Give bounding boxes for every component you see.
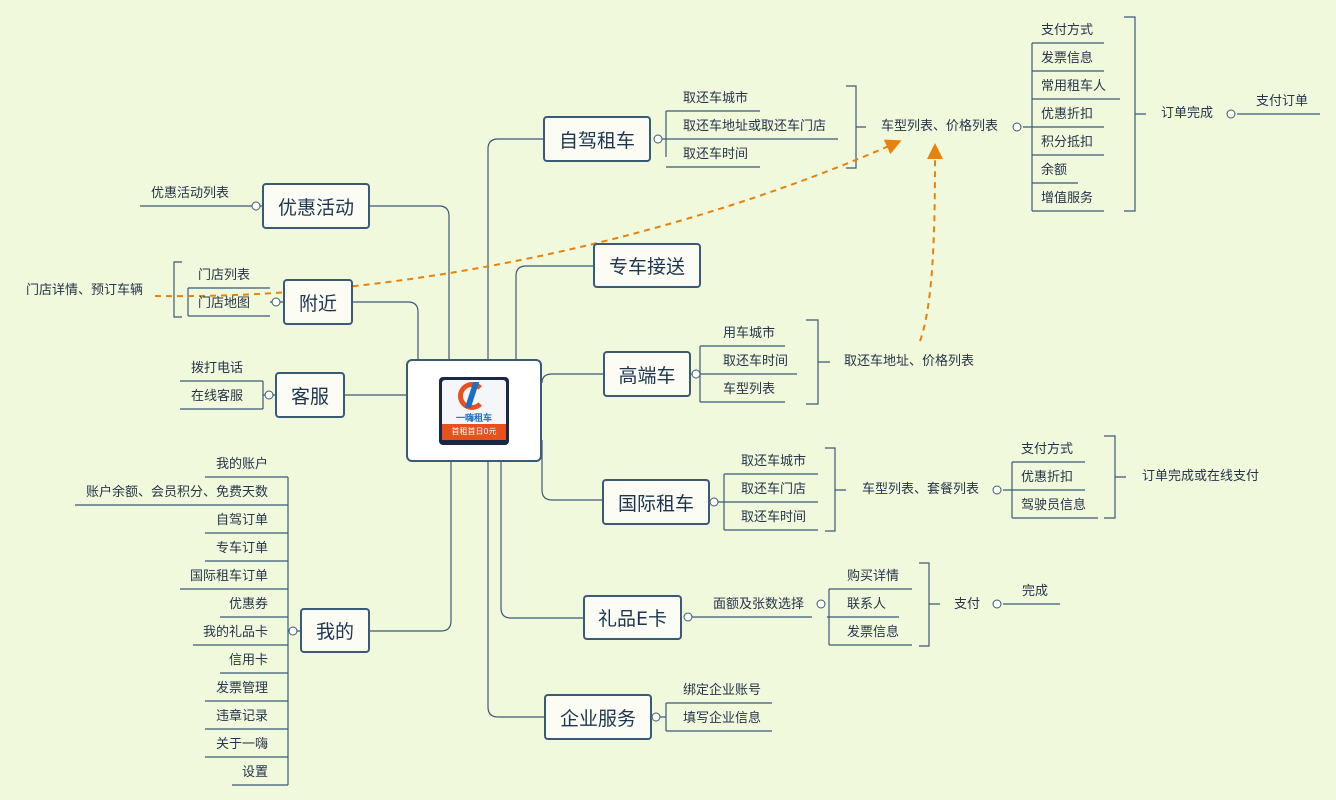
leaf-my-balance[interactable]: 账户余额、会员积分、免费天数 <box>85 485 268 500</box>
leaf-my-chauffeur-orders[interactable]: 专车订单 <box>215 541 268 556</box>
node-self-drive[interactable]: 自驾租车 <box>543 116 651 162</box>
leaf-my-violations[interactable]: 违章记录 <box>215 709 268 724</box>
leaf-gift-invoice[interactable]: 发票信息 <box>847 625 900 640</box>
leaf-premium-models[interactable]: 车型列表 <box>723 382 776 397</box>
leaf-store-detail[interactable]: 门店详情、预订车辆 <box>26 283 144 298</box>
leaf-self-drive-time[interactable]: 取还车时间 <box>683 147 749 162</box>
leaf-intl-package-list[interactable]: 车型列表、套餐列表 <box>862 482 980 497</box>
leaf-self-drive-list[interactable]: 车型列表、价格列表 <box>881 119 999 134</box>
leaf-sd-order-done[interactable]: 订单完成 <box>1161 106 1214 121</box>
leaf-gift-amount[interactable]: 面额及张数选择 <box>713 597 805 612</box>
leaf-intl-done[interactable]: 订单完成或在线支付 <box>1142 469 1260 484</box>
leaf-intl-driver[interactable]: 驾驶员信息 <box>1021 498 1087 513</box>
node-premium-car[interactable]: 高端车 <box>603 351 691 397</box>
leaf-intl-time[interactable]: 取还车时间 <box>741 510 807 525</box>
node-international[interactable]: 国际租车 <box>602 479 710 525</box>
leaf-premium-city[interactable]: 用车城市 <box>723 326 776 341</box>
leaf-sd-renter[interactable]: 常用租车人 <box>1041 79 1107 94</box>
leaf-intl-discount[interactable]: 优惠折扣 <box>1021 470 1074 485</box>
leaf-my-credit-card[interactable]: 信用卡 <box>228 653 268 668</box>
leaf-premium-time[interactable]: 取还车时间 <box>723 354 789 369</box>
leaf-my-about[interactable]: 关于一嗨 <box>215 737 268 752</box>
logo-slogan: 首租首日0元 <box>442 423 506 440</box>
leaf-self-drive-store[interactable]: 取还车地址或取还车门店 <box>683 119 827 134</box>
leaf-self-drive-city[interactable]: 取还车城市 <box>683 91 749 106</box>
leaf-ent-bind[interactable]: 绑定企业账号 <box>683 683 762 698</box>
leaf-store-list[interactable]: 门店列表 <box>198 268 251 283</box>
leaf-sd-pay-order[interactable]: 支付订单 <box>1256 94 1309 109</box>
node-chauffeur[interactable]: 专车接送 <box>593 243 701 288</box>
leaf-my-invoices[interactable]: 发票管理 <box>215 681 268 696</box>
leaf-gift-done[interactable]: 完成 <box>1022 584 1049 599</box>
logo-brand-text: 一嗨租车 <box>455 413 492 424</box>
app-logo: 一嗨租车 首租首日0元 <box>439 376 509 445</box>
leaf-online-service[interactable]: 在线客服 <box>191 389 244 404</box>
leaf-sd-balance[interactable]: 余额 <box>1041 163 1068 178</box>
leaf-premium-address-price[interactable]: 取还车地址、价格列表 <box>844 354 975 369</box>
leaf-my-selfdrive-orders[interactable]: 自驾订单 <box>215 513 268 528</box>
leaf-ent-fill[interactable]: 填写企业信息 <box>683 711 762 726</box>
node-gift-card[interactable]: 礼品E卡 <box>583 595 682 640</box>
leaf-sd-invoice[interactable]: 发票信息 <box>1041 51 1094 66</box>
leaf-my-gift-cards[interactable]: 我的礼品卡 <box>202 625 268 640</box>
node-customer-service[interactable]: 客服 <box>275 372 345 418</box>
leaf-my-account[interactable]: 我的账户 <box>215 457 268 472</box>
leaf-gift-contact[interactable]: 联系人 <box>847 597 887 612</box>
leaf-gift-details[interactable]: 购买详情 <box>847 569 900 584</box>
leaf-intl-city[interactable]: 取还车城市 <box>741 454 807 469</box>
leaf-sd-addon[interactable]: 增值服务 <box>1041 191 1094 206</box>
leaf-my-coupons[interactable]: 优惠券 <box>228 597 268 612</box>
node-promotions[interactable]: 优惠活动 <box>262 183 370 229</box>
leaf-call[interactable]: 拨打电话 <box>191 361 244 376</box>
leaf-sd-points[interactable]: 积分抵扣 <box>1041 135 1094 150</box>
leaf-intl-store[interactable]: 取还车门店 <box>741 482 807 497</box>
leaf-sd-payment[interactable]: 支付方式 <box>1041 23 1094 38</box>
leaf-promo-list[interactable]: 优惠活动列表 <box>151 186 230 201</box>
leaf-store-map[interactable]: 门店地图 <box>198 296 251 311</box>
root-node[interactable]: 一嗨租车 首租首日0元 <box>406 359 542 462</box>
node-mine[interactable]: 我的 <box>300 608 370 653</box>
leaf-my-settings[interactable]: 设置 <box>241 765 268 780</box>
node-nearby[interactable]: 附近 <box>283 279 353 325</box>
leaf-gift-pay[interactable]: 支付 <box>954 597 981 612</box>
leaf-intl-payment[interactable]: 支付方式 <box>1021 442 1074 457</box>
node-enterprise[interactable]: 企业服务 <box>544 694 652 740</box>
leaf-sd-discount[interactable]: 优惠折扣 <box>1041 107 1094 122</box>
leaf-my-intl-orders[interactable]: 国际租车订单 <box>189 569 268 584</box>
